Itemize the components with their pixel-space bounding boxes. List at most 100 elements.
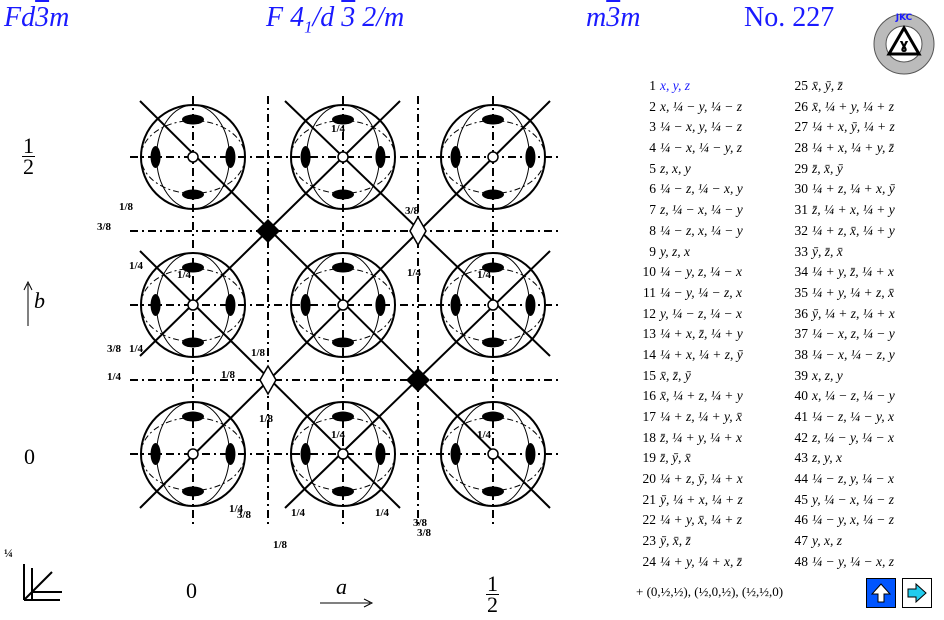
coordinate-number: 14 [642, 346, 657, 362]
height-fraction-label: 3/8 [107, 343, 122, 355]
coordinate-value: ȳ, z̄, x̄ [812, 243, 843, 259]
coordinate-number: 9 [649, 243, 656, 259]
label-bottom-zero: 0 [186, 578, 197, 603]
axes-corner-icon [23, 564, 62, 601]
corner-quarter-label: ¼ [4, 546, 13, 560]
coordinate-value: x, ¼ − z, ¼ − y [812, 388, 895, 404]
height-fraction-label: 1/4 [177, 269, 192, 281]
coordinate-value: ¼ − y, x, ¼ − z [812, 512, 894, 528]
coordinate-value: z̄, x̄, ȳ [812, 160, 843, 176]
great-circle [290, 417, 396, 491]
up-button[interactable] [866, 578, 896, 608]
coordinate-value: ¼ − y, z, ¼ − x [660, 264, 742, 280]
stereogram [140, 252, 246, 358]
stereogram [290, 401, 396, 507]
twofold-axis-icon [482, 411, 504, 422]
twofold-axis-icon [182, 114, 204, 125]
fourfold-screw-axis-icon [256, 219, 280, 243]
twofold-axis-icon [375, 443, 386, 465]
twofold-axis-icon [332, 114, 354, 125]
height-fraction-label: 1/8 [259, 413, 274, 425]
coordinate-value: ¼ + x, z̄, ¼ + y [660, 326, 743, 342]
coordinate-value: ¼ − x, y, ¼ − z [660, 119, 742, 135]
coordinate-value: ȳ, x̄, z̄ [660, 533, 691, 549]
label-left-half-num: 1 [22, 133, 35, 158]
coordinate-value: y, ¼ − z, ¼ − x [660, 305, 742, 321]
arrow-up-icon [870, 583, 892, 603]
svg-text:ɣ: ɣ [899, 37, 908, 53]
coordinate-number: 12 [642, 305, 657, 321]
coordinate-number: 31 [794, 202, 809, 218]
twofold-axis-icon [182, 337, 204, 348]
coordinate-number: 30 [794, 181, 809, 197]
twofold-axis-icon [300, 443, 311, 465]
coordinate-number: 13 [642, 326, 657, 342]
axis-a-label: a [336, 574, 347, 599]
height-fraction-label: 3/8 [405, 205, 420, 217]
coordinate-value: ¼ + z, ¼ + x, ȳ [812, 181, 895, 197]
stereogram [290, 252, 396, 358]
stereogram [140, 104, 246, 210]
coordinate-value: ¼ − z, ¼ − y, x [812, 409, 894, 424]
coordinate-number: 21 [642, 491, 657, 507]
great-circle [290, 120, 396, 194]
coordinate-number: 44 [794, 471, 809, 487]
inversion-center-icon [187, 299, 199, 311]
height-fraction-label: 3/8 [413, 517, 428, 529]
stereogram [290, 104, 396, 210]
coordinate-number: 37 [794, 326, 809, 342]
fourfold-screw-axis-icon [406, 368, 430, 392]
stereogram [440, 252, 546, 358]
great-circle [440, 268, 546, 342]
coordinate-value: z, x, y [660, 160, 691, 176]
coordinate-value: z, ¼ − y, ¼ − x [812, 429, 894, 445]
coordinate-number: 45 [794, 491, 809, 507]
twofold-axis-icon [375, 294, 386, 316]
full-symbol: F 41/d 3 2/m [266, 2, 405, 37]
coordinate-number: 43 [794, 450, 809, 466]
coordinate-number: 25 [794, 78, 809, 93]
coordinate-number: 17 [642, 409, 657, 424]
stereogram [440, 401, 546, 507]
twofold-axis-icon [225, 146, 236, 168]
coordinate-value: ¼ − x, z, ¼ − y [812, 326, 895, 342]
coordinate-value: x̄, ¼ + z, ¼ + y [660, 388, 743, 404]
next-button[interactable] [902, 578, 932, 608]
jkc-logo-icon[interactable]: ɣ JKC [872, 12, 936, 76]
coordinate-number: 4 [649, 140, 656, 156]
twofold-axis-icon [300, 146, 311, 168]
twofold-axis-icon [332, 411, 354, 422]
coordinate-number: 35 [794, 284, 809, 300]
coordinate-number: 29 [794, 160, 809, 176]
inversion-center-icon [187, 151, 199, 163]
coordinate-number: 7 [649, 202, 656, 218]
coordinate-value: ¼ + y, z̄, ¼ + x [812, 264, 894, 280]
coordinate-value: y, ¼ − x, ¼ − z [812, 491, 894, 507]
height-fraction-label: 1/4 [229, 503, 244, 515]
coordinate-number: 2 [649, 98, 656, 114]
twofold-axis-icon [225, 294, 236, 316]
twofold-axis-icon [182, 486, 204, 497]
coordinate-value: ¼ − z, ¼ − x, y [660, 181, 743, 197]
height-fraction-label: 1/4 [331, 429, 346, 441]
